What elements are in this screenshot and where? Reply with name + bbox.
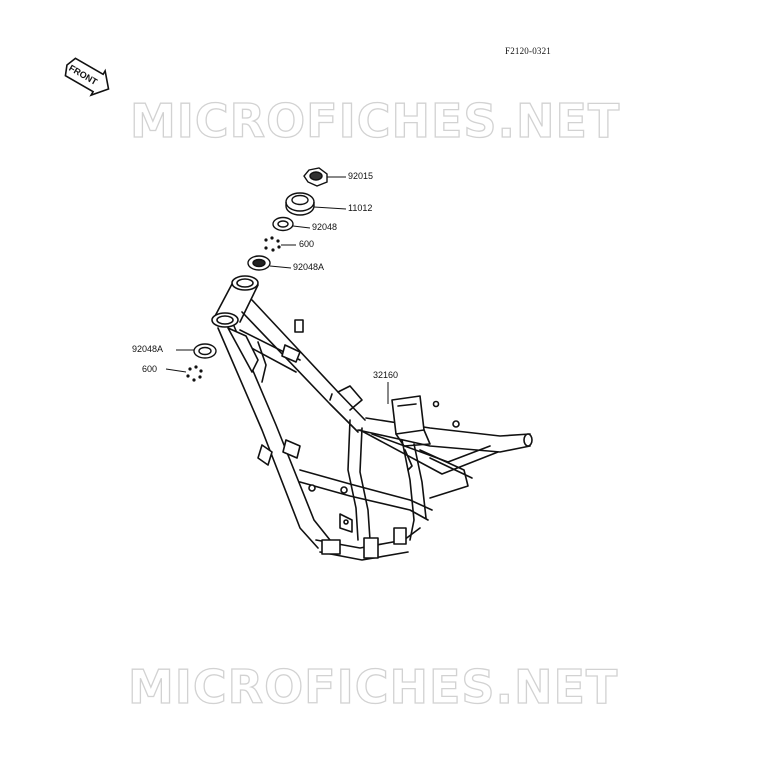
bearing-race-a-left-part	[176, 343, 217, 359]
watermark-bottom: MICROFICHES.NET	[127, 659, 619, 714]
part-label-92048: 92048	[312, 222, 338, 232]
part-label-32160: 32160	[373, 370, 399, 380]
stem-nut-part	[303, 167, 346, 187]
steel-balls-left-part	[165, 365, 203, 382]
watermark-top: MICROFICHES.NET	[129, 93, 621, 148]
front-arrow-icon: FRONT	[64, 57, 110, 97]
part-label-600-top: 600	[299, 239, 315, 249]
bearing-race-part	[272, 216, 311, 232]
steel-balls-top-part	[264, 236, 296, 252]
cap-part	[285, 192, 347, 216]
part-label-11012: 11012	[348, 203, 373, 213]
part-label-600-left: 600	[142, 364, 158, 374]
bearing-race-a-top-part	[247, 255, 292, 271]
part-label-92015: 92015	[348, 171, 374, 181]
diagram-id: F2120-0321	[505, 46, 552, 56]
part-label-92048a-top: 92048A	[293, 262, 325, 272]
part-label-92048a-left: 92048A	[132, 344, 164, 354]
main-frame-part	[211, 275, 533, 561]
